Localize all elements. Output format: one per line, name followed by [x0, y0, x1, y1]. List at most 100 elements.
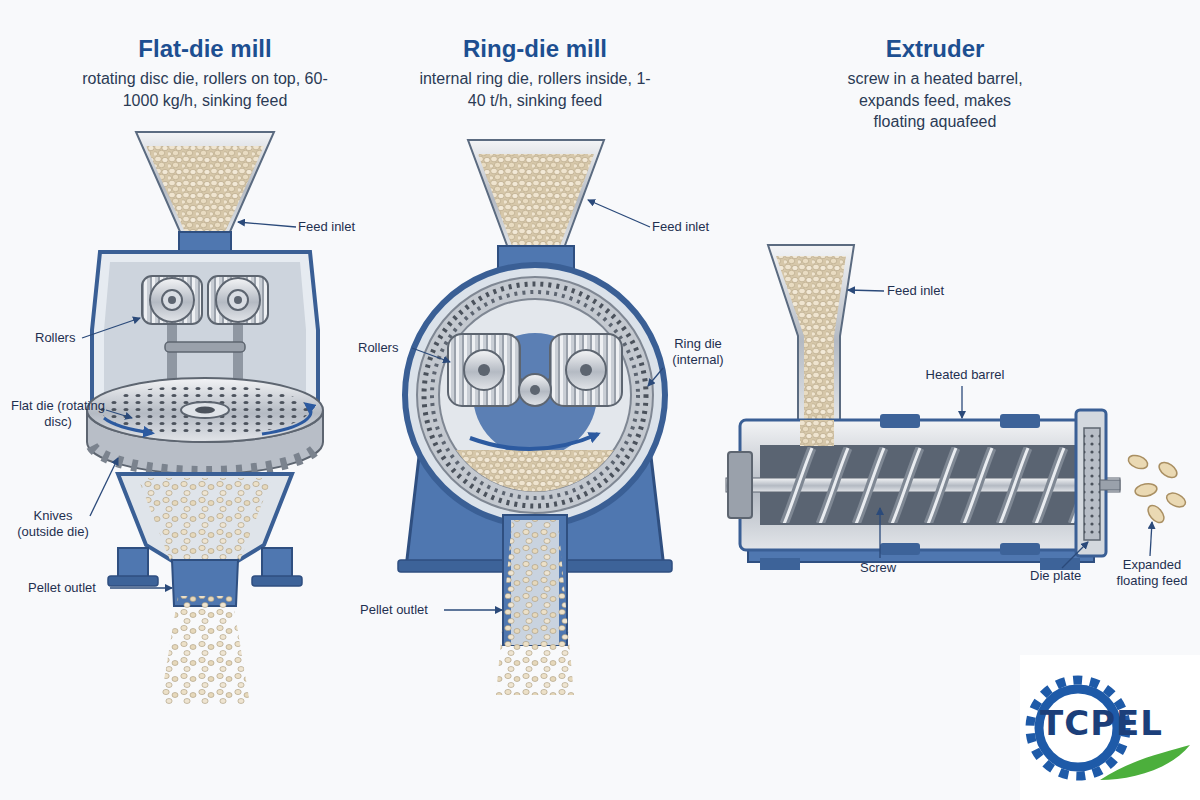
knives — [92, 446, 318, 472]
part-label: Expanded floating feed — [1106, 557, 1198, 588]
part-label: Screw — [860, 560, 910, 576]
ring-die — [417, 277, 653, 513]
part-label: Rollers — [358, 340, 428, 356]
leader-lines — [648, 368, 663, 386]
hopper — [136, 132, 274, 234]
die-chamber — [439, 299, 631, 491]
rotation-arrow — [104, 418, 152, 433]
part-label: Feed inlet — [887, 283, 977, 299]
logo-text: TCPEL — [1040, 706, 1190, 740]
hopper-pellets — [478, 154, 594, 246]
logo — [1020, 655, 1200, 800]
mill-foot — [252, 576, 302, 586]
leader-lines — [588, 200, 650, 227]
part-label: Flat die (rotating disc) — [6, 398, 110, 429]
part-label: Feed inlet — [298, 219, 388, 235]
ring-die-mill — [398, 140, 672, 695]
hopper-pellets — [146, 146, 264, 232]
rotation-arrow — [470, 434, 598, 449]
mill-leg — [262, 548, 292, 578]
part-label: Pellet outlet — [28, 580, 118, 596]
mill-housing — [405, 265, 665, 525]
part-label: Die plate — [1030, 568, 1100, 584]
falling-pellets — [138, 478, 272, 560]
expanded-pellets — [1127, 453, 1188, 526]
die-hub — [181, 402, 229, 418]
hopper — [468, 140, 604, 248]
leader-lines — [238, 222, 296, 227]
mill-leg — [118, 548, 148, 578]
roller — [162, 290, 182, 310]
heater-band — [1000, 414, 1040, 428]
roller — [580, 364, 592, 376]
part-label: Heated barrel — [915, 367, 1015, 383]
leader-lines — [90, 458, 118, 516]
pellet-bed — [456, 450, 614, 491]
mill-foot — [108, 576, 158, 586]
part-label: Pellet outlet — [360, 602, 450, 618]
roller — [208, 276, 268, 324]
expanded-pellets — [1164, 490, 1187, 509]
die-holes — [424, 284, 646, 506]
roller — [478, 364, 490, 376]
roller — [150, 278, 194, 322]
bearing-block — [728, 452, 752, 518]
part-label: Knives (outside die) — [10, 508, 96, 539]
heater-band — [1000, 543, 1040, 555]
screw-flights — [780, 447, 1078, 523]
leader-lines — [106, 410, 132, 418]
roller — [550, 334, 622, 406]
roller — [216, 278, 260, 322]
barrel-bore — [760, 445, 1080, 525]
roller — [448, 334, 520, 406]
die-holes — [432, 292, 638, 498]
roller — [566, 350, 606, 390]
die-holes — [101, 385, 309, 435]
leader-lines — [110, 587, 172, 588]
leader-lines — [444, 609, 502, 610]
roller — [168, 296, 176, 304]
leader-lines — [82, 318, 140, 338]
heated-barrel — [740, 420, 1100, 550]
part-label: Rollers — [35, 330, 105, 346]
expanded-pellets — [1145, 502, 1167, 525]
heater-band — [880, 414, 920, 428]
hub — [519, 374, 551, 406]
heater-band — [880, 543, 920, 555]
leader-lines — [82, 200, 1152, 610]
flat-die — [87, 378, 323, 442]
expanded-pellets — [1156, 459, 1179, 480]
logo-panel — [1020, 655, 1200, 800]
die-center-hole — [195, 407, 215, 414]
roller — [464, 350, 504, 390]
logo-leaf — [1100, 745, 1190, 780]
column-subtitle: rotating disc die, rollers on top, 60-10… — [75, 68, 335, 111]
flat-die-mill — [87, 132, 323, 704]
expanded-pellets — [1134, 482, 1158, 498]
column-heading: Flat-die mill — [55, 34, 355, 64]
hub-bolt — [530, 385, 540, 395]
die-plate — [1084, 428, 1100, 540]
roller — [234, 296, 242, 304]
hopper-pellets — [776, 256, 846, 420]
hopper — [768, 245, 854, 420]
roller-bracket — [165, 342, 245, 352]
roller — [550, 334, 622, 406]
leader-lines — [1150, 522, 1152, 556]
column-subtitle: internal ring die, rollers inside, 1-40 … — [415, 68, 655, 111]
column-subtitle: screw in a heated barrel, expands feed, … — [835, 68, 1035, 133]
roller — [448, 334, 520, 406]
part-label: Feed inlet — [652, 219, 742, 235]
leader-lines — [1062, 542, 1088, 568]
expanded-pellets — [1127, 453, 1150, 471]
die-plate-holes — [1084, 432, 1100, 536]
leader-lines — [879, 508, 880, 558]
feed-throat — [800, 420, 834, 446]
part-label: Ring die (internal) — [662, 336, 734, 367]
extruder — [726, 245, 1188, 570]
column-heading: Ring-die mill — [385, 34, 685, 64]
rotation-arrow — [262, 404, 311, 434]
falling-pellets — [160, 596, 250, 704]
